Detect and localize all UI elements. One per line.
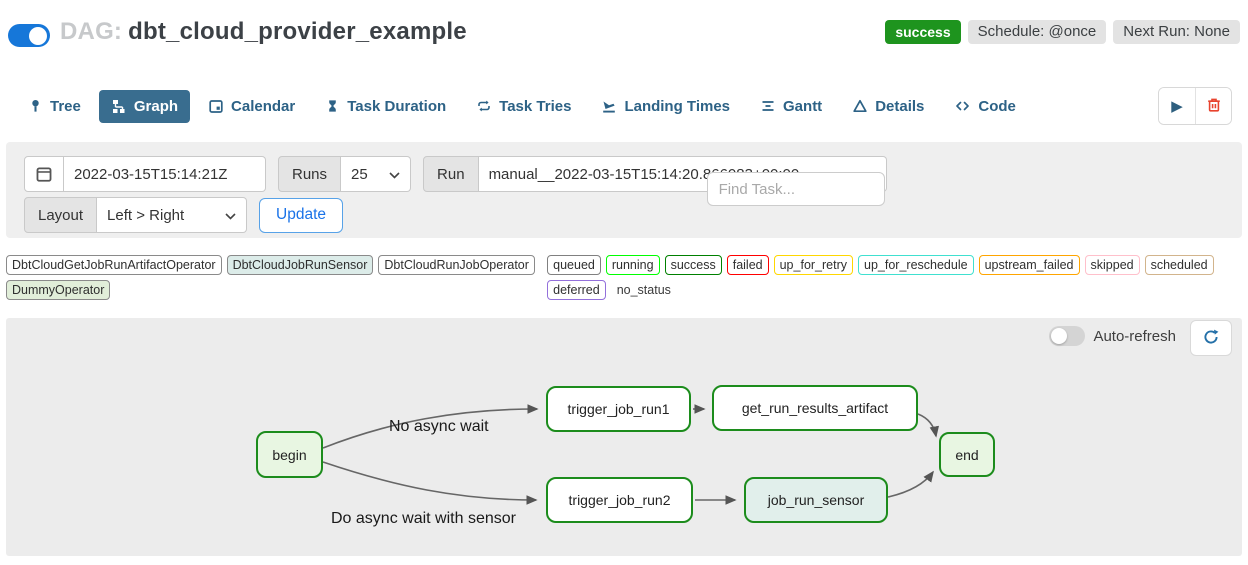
schedule-badge: Schedule: @once <box>967 20 1107 44</box>
auto-refresh-toggle[interactable] <box>1049 326 1086 346</box>
runs-group: Runs 25 <box>278 156 412 192</box>
header-badges: success Schedule: @once Next Run: None <box>885 20 1240 44</box>
tab-label: Calendar <box>231 97 296 115</box>
operator-badge: DbtCloudJobRunSensor <box>226 255 374 275</box>
operator-badge: DummyOperator <box>6 280 111 300</box>
status-legend-badge: up_for_retry <box>773 255 854 275</box>
execution-date-group <box>24 156 266 192</box>
runs-select-value: 25 <box>351 165 368 183</box>
status-legend-badge: queued <box>547 255 601 275</box>
runs-select[interactable]: 25 <box>341 156 412 192</box>
edge-label: Do async wait with sensor <box>331 510 516 527</box>
tab-label: Task Duration <box>347 97 447 115</box>
graph-node-trigger_job_run2[interactable]: trigger_job_run2 <box>546 477 693 523</box>
dag-actions: ▶ <box>1158 87 1232 125</box>
auto-refresh-wrap: Auto-refresh <box>1049 326 1176 346</box>
layout-label: Layout <box>24 197 98 233</box>
operator-badge: DbtCloudRunJobOperator <box>378 255 535 275</box>
status-legend-badge: success <box>664 255 722 275</box>
tab-label: Tree <box>50 97 81 115</box>
tab-label: Graph <box>133 97 179 115</box>
layout-select[interactable]: Left > Right <box>97 197 248 233</box>
filter-row-1: Runs 25 Run manual__2022-03-15T15:14:20.… <box>24 156 899 206</box>
dag-name: dbt_cloud_provider_example <box>128 18 467 45</box>
edge-get_run_results_artifact-to-end <box>917 413 940 438</box>
tab-details[interactable]: Details <box>840 90 936 123</box>
status-legend-badge: failed <box>726 255 769 275</box>
graph-node-job_run_sensor[interactable]: job_run_sensor <box>744 477 888 523</box>
chevron-down-icon <box>225 207 236 224</box>
filter-panel: Runs 25 Run manual__2022-03-15T15:14:20.… <box>6 142 1242 238</box>
find-task-input[interactable] <box>706 172 885 206</box>
dag-prefix-label: DAG: <box>60 18 123 45</box>
tab-landing-times[interactable]: Landing Times <box>589 90 742 123</box>
tab-label: Details <box>875 97 925 115</box>
tab-label: Code <box>978 97 1016 115</box>
edge-begin-to-trigger_job_run2 <box>322 461 538 505</box>
date-picker-button[interactable] <box>24 156 64 192</box>
refresh-button[interactable] <box>1190 320 1232 356</box>
next-run-badge: Next Run: None <box>1113 20 1240 44</box>
delete-dag-button[interactable] <box>1195 88 1231 124</box>
graph-node-begin[interactable]: begin <box>256 431 323 478</box>
graph-node-get_run_results_artifact[interactable]: get_run_results_artifact <box>712 385 918 431</box>
status-legend-badge: up_for_reschedule <box>858 255 974 275</box>
gantt-icon <box>760 98 776 114</box>
tab-gantt[interactable]: Gantt <box>748 90 834 123</box>
landing-times-icon <box>601 98 617 114</box>
layout-select-value: Left > Right <box>107 206 185 224</box>
no-status-label: no_status <box>616 283 671 297</box>
tab-code[interactable]: Code <box>942 90 1028 123</box>
dag-header: DAG:dbt_cloud_provider_example success S… <box>0 0 1248 64</box>
view-tabs: Tree Graph Calendar Task Duration Task T… <box>16 86 1232 126</box>
chevron-down-icon <box>389 166 400 183</box>
status-legend-badge: scheduled <box>1144 255 1214 275</box>
page-title: DAG:dbt_cloud_provider_example <box>60 18 467 46</box>
run-label: Run <box>423 156 479 192</box>
operator-badge: DbtCloudGetJobRunArtifactOperator <box>6 255 222 275</box>
auto-refresh-label: Auto-refresh <box>1093 327 1176 345</box>
tab-calendar[interactable]: Calendar <box>196 90 307 123</box>
dag-pause-toggle[interactable] <box>8 24 50 47</box>
play-icon: ▶ <box>1171 97 1183 115</box>
update-button[interactable]: Update <box>259 197 344 233</box>
tab-label: Landing Times <box>624 97 731 115</box>
execution-date-input[interactable] <box>64 156 266 192</box>
status-legend-badge: running <box>605 255 660 275</box>
status-badge[interactable]: success <box>885 20 961 44</box>
runs-label: Runs <box>278 156 342 192</box>
refresh-icon <box>1202 328 1220 349</box>
tab-task-duration[interactable]: Task Duration <box>313 90 458 123</box>
layout-group: Layout Left > Right <box>24 197 248 233</box>
edge-label: No async wait <box>389 418 489 435</box>
edge-job_run_sensor-to-end <box>887 470 934 498</box>
trigger-dag-button[interactable]: ▶ <box>1159 88 1195 124</box>
tab-label: Task Tries <box>499 97 572 115</box>
tab-label: Gantt <box>783 97 823 115</box>
calendar-icon <box>208 98 224 114</box>
tree-icon <box>28 98 43 114</box>
tab-tree[interactable]: Tree <box>16 90 93 123</box>
trash-icon <box>1205 96 1223 117</box>
details-icon <box>852 98 868 114</box>
task-tries-icon <box>476 98 492 114</box>
toggle-knob <box>29 26 47 45</box>
tab-graph[interactable]: Graph <box>98 89 191 123</box>
graph-panel: Auto-refresh begin trigger_job_run1 get_ru… <box>6 318 1242 556</box>
graph-icon <box>111 98 127 114</box>
graph-node-end[interactable]: end <box>939 432 995 477</box>
task-duration-icon <box>325 98 340 114</box>
code-icon <box>954 98 971 114</box>
status-legend-badge: upstream_failed <box>978 255 1080 275</box>
toggle-knob <box>1051 328 1068 344</box>
tab-task-tries[interactable]: Task Tries <box>464 90 583 123</box>
graph-node-trigger_job_run1[interactable]: trigger_job_run1 <box>546 386 691 432</box>
status-legend-badge: skipped <box>1084 255 1140 275</box>
status-legend-badge: deferred <box>547 280 606 300</box>
filter-row-2: Layout Left > Right Update <box>24 197 344 233</box>
